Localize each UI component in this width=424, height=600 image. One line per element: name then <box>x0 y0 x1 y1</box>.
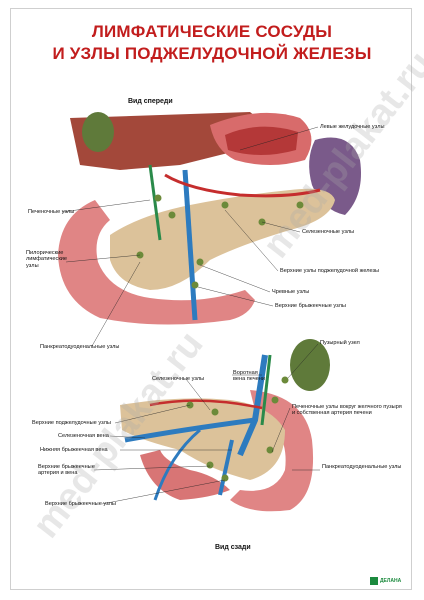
label-splenic-nodes-front: Селезеночные узлы <box>302 229 355 235</box>
label-pancreaticoduodenal-nodes-back: Панкреатодуоденальные узлы <box>322 464 402 470</box>
label-hepatic-nodes: Печеночные узлы <box>28 209 75 215</box>
publisher-logo-icon <box>370 577 378 585</box>
label-portal-vein: Воротная вена печени <box>233 370 265 383</box>
poster-title-line2: И УЗЛЫ ПОДЖЕЛУДОЧНОЙ ЖЕЛЕЗЫ <box>52 44 372 63</box>
label-superior-pancreatic-nodes-front: Верхние узлы поджелудочной железы <box>280 268 380 274</box>
label-pyloric-nodes: Пилорические лимфатические узлы <box>26 250 68 269</box>
label-hepatic-nodes-gallbladder: Печеночные узлы вокруг желчного пузыря и… <box>292 404 402 417</box>
label-superior-mesenteric-artery-vein: Верхние брыжеечные артерия и вена <box>38 464 95 477</box>
duodenum-back-shape <box>230 390 314 512</box>
gallbladder-back-shape <box>290 339 330 391</box>
label-pancreaticoduodenal-nodes-front: Панкреатодуоденальные узлы <box>40 344 120 350</box>
pancreas-back-shape <box>120 398 285 480</box>
poster-title-line1: ЛИМФАТИЧЕСКИЕ СОСУДЫ <box>91 22 333 41</box>
back-view-heading: Вид сзади <box>215 544 251 551</box>
label-celiac-nodes: Чревные узлы <box>272 289 310 295</box>
leader-lines <box>61 126 320 505</box>
label-cystic-node: Пузырный узел <box>320 340 360 346</box>
label-superior-mesenteric-nodes-front: Верхние брыжеечные узлы <box>275 303 346 309</box>
duodenum-shape <box>58 200 255 325</box>
label-superior-mesenteric-nodes-back: Верхние брыжеечные узлы <box>45 501 116 507</box>
publisher-logo-text: ДЕЛАНА <box>380 578 402 584</box>
label-splenic-nodes-back: Селезеночные узлы <box>152 376 205 382</box>
pancreas-shape <box>110 188 335 290</box>
label-left-gastric-nodes: Левые желудочные узлы <box>320 124 385 130</box>
gallbladder-shape <box>82 112 114 152</box>
back-view-illustration <box>120 339 330 512</box>
front-view-illustration <box>58 112 361 325</box>
front-view-heading: Вид спереди <box>128 98 173 105</box>
label-splenic-vein: Селезеночная вена <box>58 433 109 439</box>
label-inferior-mesenteric-vein: Нижняя брыжеечная вена <box>40 447 108 453</box>
poster-frame <box>10 8 412 590</box>
label-superior-pancreatic-nodes-back: Верхние поджелудочные узлы <box>32 420 111 426</box>
